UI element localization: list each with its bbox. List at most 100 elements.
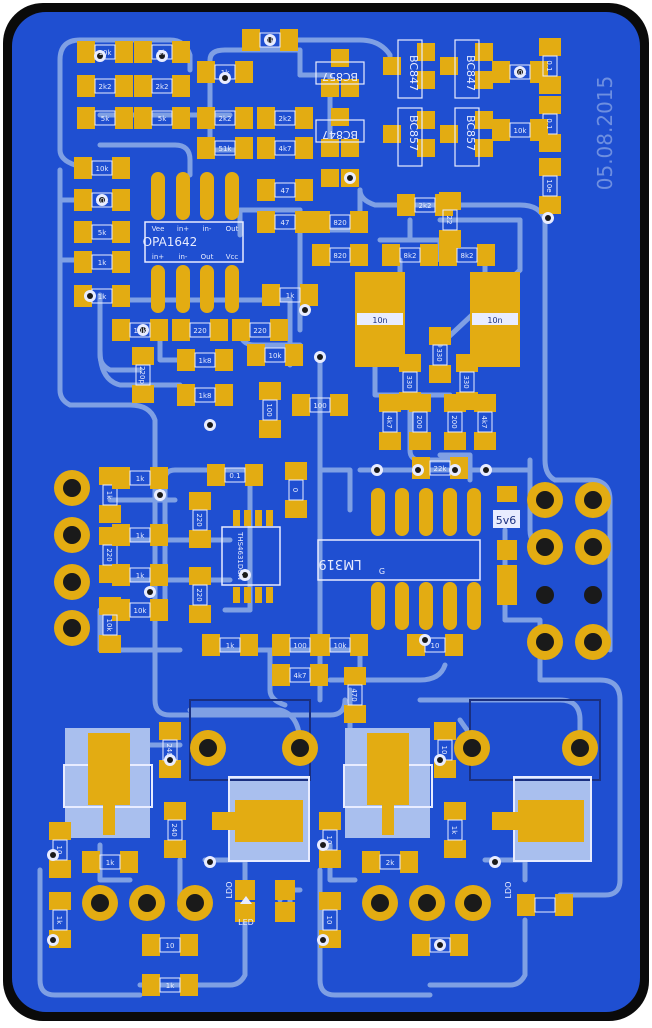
tht-hole [138,894,156,912]
component-value: 100 [265,403,273,416]
smd-component [74,221,130,243]
component-value: 220 [253,327,266,335]
component-value: 4k7 [480,416,488,429]
ldo-right-label: LDO [504,882,513,899]
smd-component [272,664,328,686]
smd-component [412,934,468,956]
lm-pin [443,582,457,630]
component-value: 330 [435,348,443,361]
smd-component [362,851,418,873]
smd-component [177,349,233,371]
via-hole [267,37,273,43]
tht-hole [536,538,554,556]
sot-pad [321,139,339,157]
lm-pin [467,582,481,630]
opa-pin [225,172,239,220]
silkscreen-labels: OPA1642 Vee in+ in- Out in+ in- Out Vcc … [143,55,617,927]
smd-component [164,802,186,858]
component-value: 5k [158,115,167,123]
component-value: 1k [136,475,145,483]
via-hole [222,75,228,81]
component-value: 10 [166,942,175,950]
via-hole [437,942,443,948]
component-value: 10 [431,642,440,650]
smd-component [474,394,496,450]
via-hole [374,467,380,473]
component-value: 1k [450,826,458,835]
aux-pad [497,565,517,585]
component-value: 1k [105,491,113,500]
smd-component [444,802,466,858]
via-hole [50,852,56,858]
sot-pad [440,125,458,143]
component-value: 1k [55,916,63,925]
smd-component [74,157,130,179]
sot-pad [331,108,349,126]
opa-outline [144,221,244,263]
aux-pad [497,585,517,605]
component-value: 4k7 [294,672,307,680]
tht-hole [63,619,81,637]
smd-component [142,974,198,996]
component-value: 22k [434,465,448,473]
aux-pad [235,880,255,900]
component-value: 0 [291,488,299,492]
smd-component [539,158,561,214]
lm-pin [371,582,385,630]
via-hole [302,307,308,313]
tht-hole [463,739,481,757]
lm-pin [419,582,433,630]
via-hole [545,215,551,221]
smd-component [247,344,303,366]
smd-component [312,634,368,656]
opa-pin-inm-bottom: in- [179,253,188,261]
tht-hole [186,894,204,912]
component-value: 1k [98,259,107,267]
component-value: 1k [221,69,230,77]
sot-pad [383,57,401,75]
smd-component [439,192,461,248]
via-hole [140,327,146,333]
component-value: 10 [55,846,63,855]
lm-pin-g: G [379,567,385,576]
smd-component [172,319,228,341]
component-value: 5k [101,115,110,123]
component-value: 8k2 [461,252,474,260]
smd-component [259,382,281,438]
smd-component [257,137,313,159]
tht-hole [63,526,81,544]
component-value: 10k [514,127,528,135]
via-hole [422,637,428,643]
cap-label-right: 10n [487,316,502,325]
smd-component [312,211,368,233]
component-value: 220 [105,548,113,561]
ths-label: THS4631DGN [236,531,244,580]
smd-component [207,464,263,486]
smd-component [382,244,438,266]
component-value: 100 [313,402,326,410]
via-hole [97,53,103,59]
opa-pin-vee: Vee [152,225,165,233]
component-value: 1k [106,859,115,867]
component-value: 0.1 [229,472,240,480]
big-cap-tags: 10n 10n [357,313,518,325]
component-value: 2k2 [99,83,112,91]
component-value: 200 [415,415,423,428]
smd-component [197,137,253,159]
via-hole [517,69,523,75]
lm-outline [317,539,481,581]
smd-component [409,394,431,450]
component-value: 51k [219,145,233,153]
via-hole [99,197,105,203]
smd-component [379,394,401,450]
smd-component [517,894,573,916]
component-value: 8k2 [404,252,417,260]
component-value: 10k [99,49,113,57]
component-value: 820 [333,219,346,227]
tht-hole [371,894,389,912]
sot-pad [440,57,458,75]
smd-component [142,934,198,956]
mount-hole [584,586,602,604]
smd-component [134,107,190,129]
